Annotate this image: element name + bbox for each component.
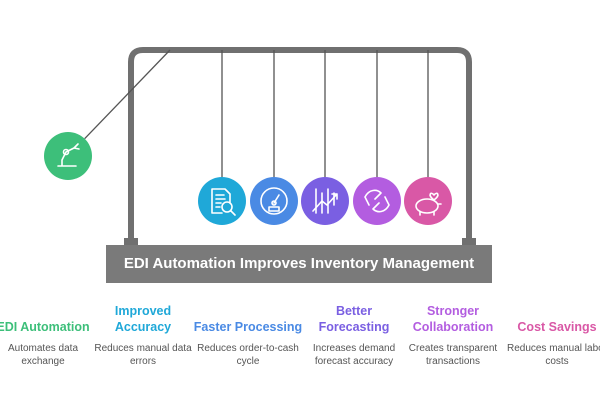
benefit-description: Creates transparent transactions [408,343,498,367]
trend-chart-icon [312,188,338,214]
pendulum-ball-speedometer-icon [250,177,298,225]
diagram-title: EDI Automation Improves Inventory Manage… [123,255,475,272]
cradle-frame [128,47,472,245]
cradle-base [106,245,492,283]
benefit-heading: Cost Savings [517,320,597,334]
handshake-icon [364,189,390,213]
piggy-bank-icon [415,192,442,216]
pendulum-ball-document-search-icon [198,177,246,225]
pendulum-ball-piggy-bank-icon [404,177,452,225]
pendulum-ball-trend-chart-icon [301,177,349,225]
benefit-heading: Faster Processing [193,320,303,334]
benefit-heading: Improved Accuracy [114,304,172,334]
benefit-heading: Stronger Collaboration [412,304,494,334]
benefit-heading: Better Forecasting [318,304,390,334]
benefit-description: Increases demand forecast accuracy [312,343,396,367]
pendulum-ball-handshake-icon [353,177,401,225]
benefit-description: Reduces manual labor costs [506,343,600,367]
document-search-icon [211,188,236,216]
benefit-description: Reduces order-to-cash cycle [197,343,299,367]
benefit-description: Automates data exchange [7,343,79,367]
pendulum-string [84,49,171,140]
benefit-heading: EDI Automation [0,320,90,334]
pendulum-ball-robot-arm-icon [44,132,92,180]
benefit-description: Reduces manual data errors [94,343,192,367]
speedometer-icon [260,187,288,215]
robot-arm-icon [57,143,80,167]
